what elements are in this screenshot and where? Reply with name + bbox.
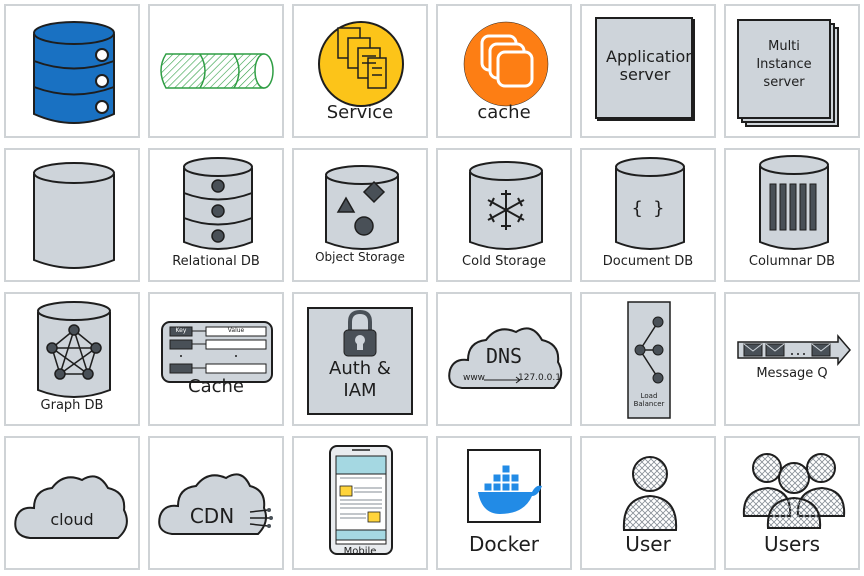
cache-stack-icon bbox=[463, 21, 549, 107]
relational-db-label: Relational DB bbox=[172, 254, 260, 269]
braces-icon bbox=[615, 157, 685, 250]
dns-label: DNS bbox=[485, 344, 523, 368]
key-value-icon bbox=[161, 321, 273, 383]
users-label: Users bbox=[763, 532, 820, 556]
columnar-db-label: Columnar DB bbox=[748, 254, 836, 269]
tile-multi-instance-server[interactable]: Multi Instance server bbox=[724, 4, 860, 138]
user-icon bbox=[622, 456, 678, 531]
relational-db-icon bbox=[183, 157, 253, 250]
user-label: User bbox=[625, 532, 671, 556]
tile-load-balancer[interactable]: Load Balancer bbox=[580, 292, 716, 426]
tile-columnar-db[interactable]: Columnar DB bbox=[724, 148, 860, 282]
dns-cloud-icon bbox=[448, 327, 563, 389]
application-server-label: Application server bbox=[606, 47, 696, 84]
docker-whale-icon bbox=[467, 449, 542, 523]
tile-message-queue[interactable]: Message Q bbox=[724, 292, 860, 426]
document-db-braces: { } bbox=[631, 198, 665, 219]
tile-document-db[interactable]: { } Document DB bbox=[580, 148, 716, 282]
tile-cache-kv[interactable]: Key Value Cache bbox=[148, 292, 284, 426]
tile-users[interactable]: Users bbox=[724, 436, 860, 570]
tile-object-storage[interactable]: Object Storage bbox=[292, 148, 428, 282]
load-balancer-icon bbox=[627, 301, 671, 419]
tile-application-server[interactable]: Application server bbox=[580, 4, 716, 138]
tile-database[interactable] bbox=[4, 4, 140, 138]
mobile-label: Mobile bbox=[343, 546, 377, 557]
tile-mobile[interactable]: Mobile bbox=[292, 436, 428, 570]
cache-kv-label: Cache bbox=[188, 376, 244, 397]
cloud-label: cloud bbox=[50, 510, 94, 529]
docker-label: Docker bbox=[468, 532, 540, 556]
cloud-icon bbox=[14, 475, 128, 539]
tile-docker[interactable]: Docker bbox=[436, 436, 572, 570]
cache-label: cache bbox=[477, 102, 531, 123]
users-group-icon bbox=[742, 453, 846, 529]
mobile-phone-icon bbox=[329, 445, 393, 555]
cold-storage-label: Cold Storage bbox=[462, 254, 546, 269]
cdn-cloud-icon bbox=[158, 473, 273, 535]
snowflake-icon bbox=[469, 161, 543, 250]
tile-storage[interactable] bbox=[4, 148, 140, 282]
storage-cylinder-icon bbox=[33, 162, 115, 269]
columns-icon bbox=[759, 155, 829, 250]
cache-kv-key-label: Key bbox=[175, 327, 187, 334]
object-shapes-icon bbox=[325, 165, 399, 250]
service-label: Service bbox=[326, 102, 394, 123]
tile-service[interactable]: Service bbox=[292, 4, 428, 138]
object-storage-label: Object Storage bbox=[315, 250, 405, 264]
database-cylinder-icon bbox=[33, 21, 115, 124]
message-envelopes-icon bbox=[737, 333, 851, 367]
graph-db-label: Graph DB bbox=[40, 398, 104, 413]
tile-cloud[interactable]: cloud bbox=[4, 436, 140, 570]
cdn-label: CDN bbox=[189, 504, 235, 528]
tile-queue[interactable] bbox=[148, 4, 284, 138]
auth-label: Auth & IAM bbox=[329, 358, 391, 401]
padlock-icon bbox=[307, 307, 413, 415]
server-box-icon bbox=[595, 17, 695, 121]
stacked-server-icon bbox=[737, 19, 839, 127]
cache-kv-value-label: Value bbox=[227, 327, 245, 334]
dns-www: www bbox=[462, 373, 486, 383]
load-balancer-label: Load Balancer bbox=[633, 392, 665, 408]
tile-relational-db[interactable]: Relational DB bbox=[148, 148, 284, 282]
tile-cache[interactable]: cache bbox=[436, 4, 572, 138]
dns-ip: 127.0.0.1 bbox=[518, 373, 561, 383]
tile-graph-db[interactable]: Graph DB bbox=[4, 292, 140, 426]
tile-dns[interactable]: DNS www 127.0.0.1 bbox=[436, 292, 572, 426]
tile-cdn[interactable]: CDN bbox=[148, 436, 284, 570]
multi-instance-server-label: Multi Instance server bbox=[756, 39, 812, 90]
message-queue-label: Message Q bbox=[756, 366, 828, 381]
tile-auth[interactable]: Auth & IAM bbox=[292, 292, 428, 426]
queue-pipe-icon bbox=[160, 53, 274, 89]
tile-cold-storage[interactable]: Cold Storage bbox=[436, 148, 572, 282]
graph-network-icon bbox=[37, 301, 111, 398]
tile-user[interactable]: User bbox=[580, 436, 716, 570]
document-db-label: Document DB bbox=[602, 254, 694, 269]
service-documents-icon bbox=[318, 21, 404, 107]
